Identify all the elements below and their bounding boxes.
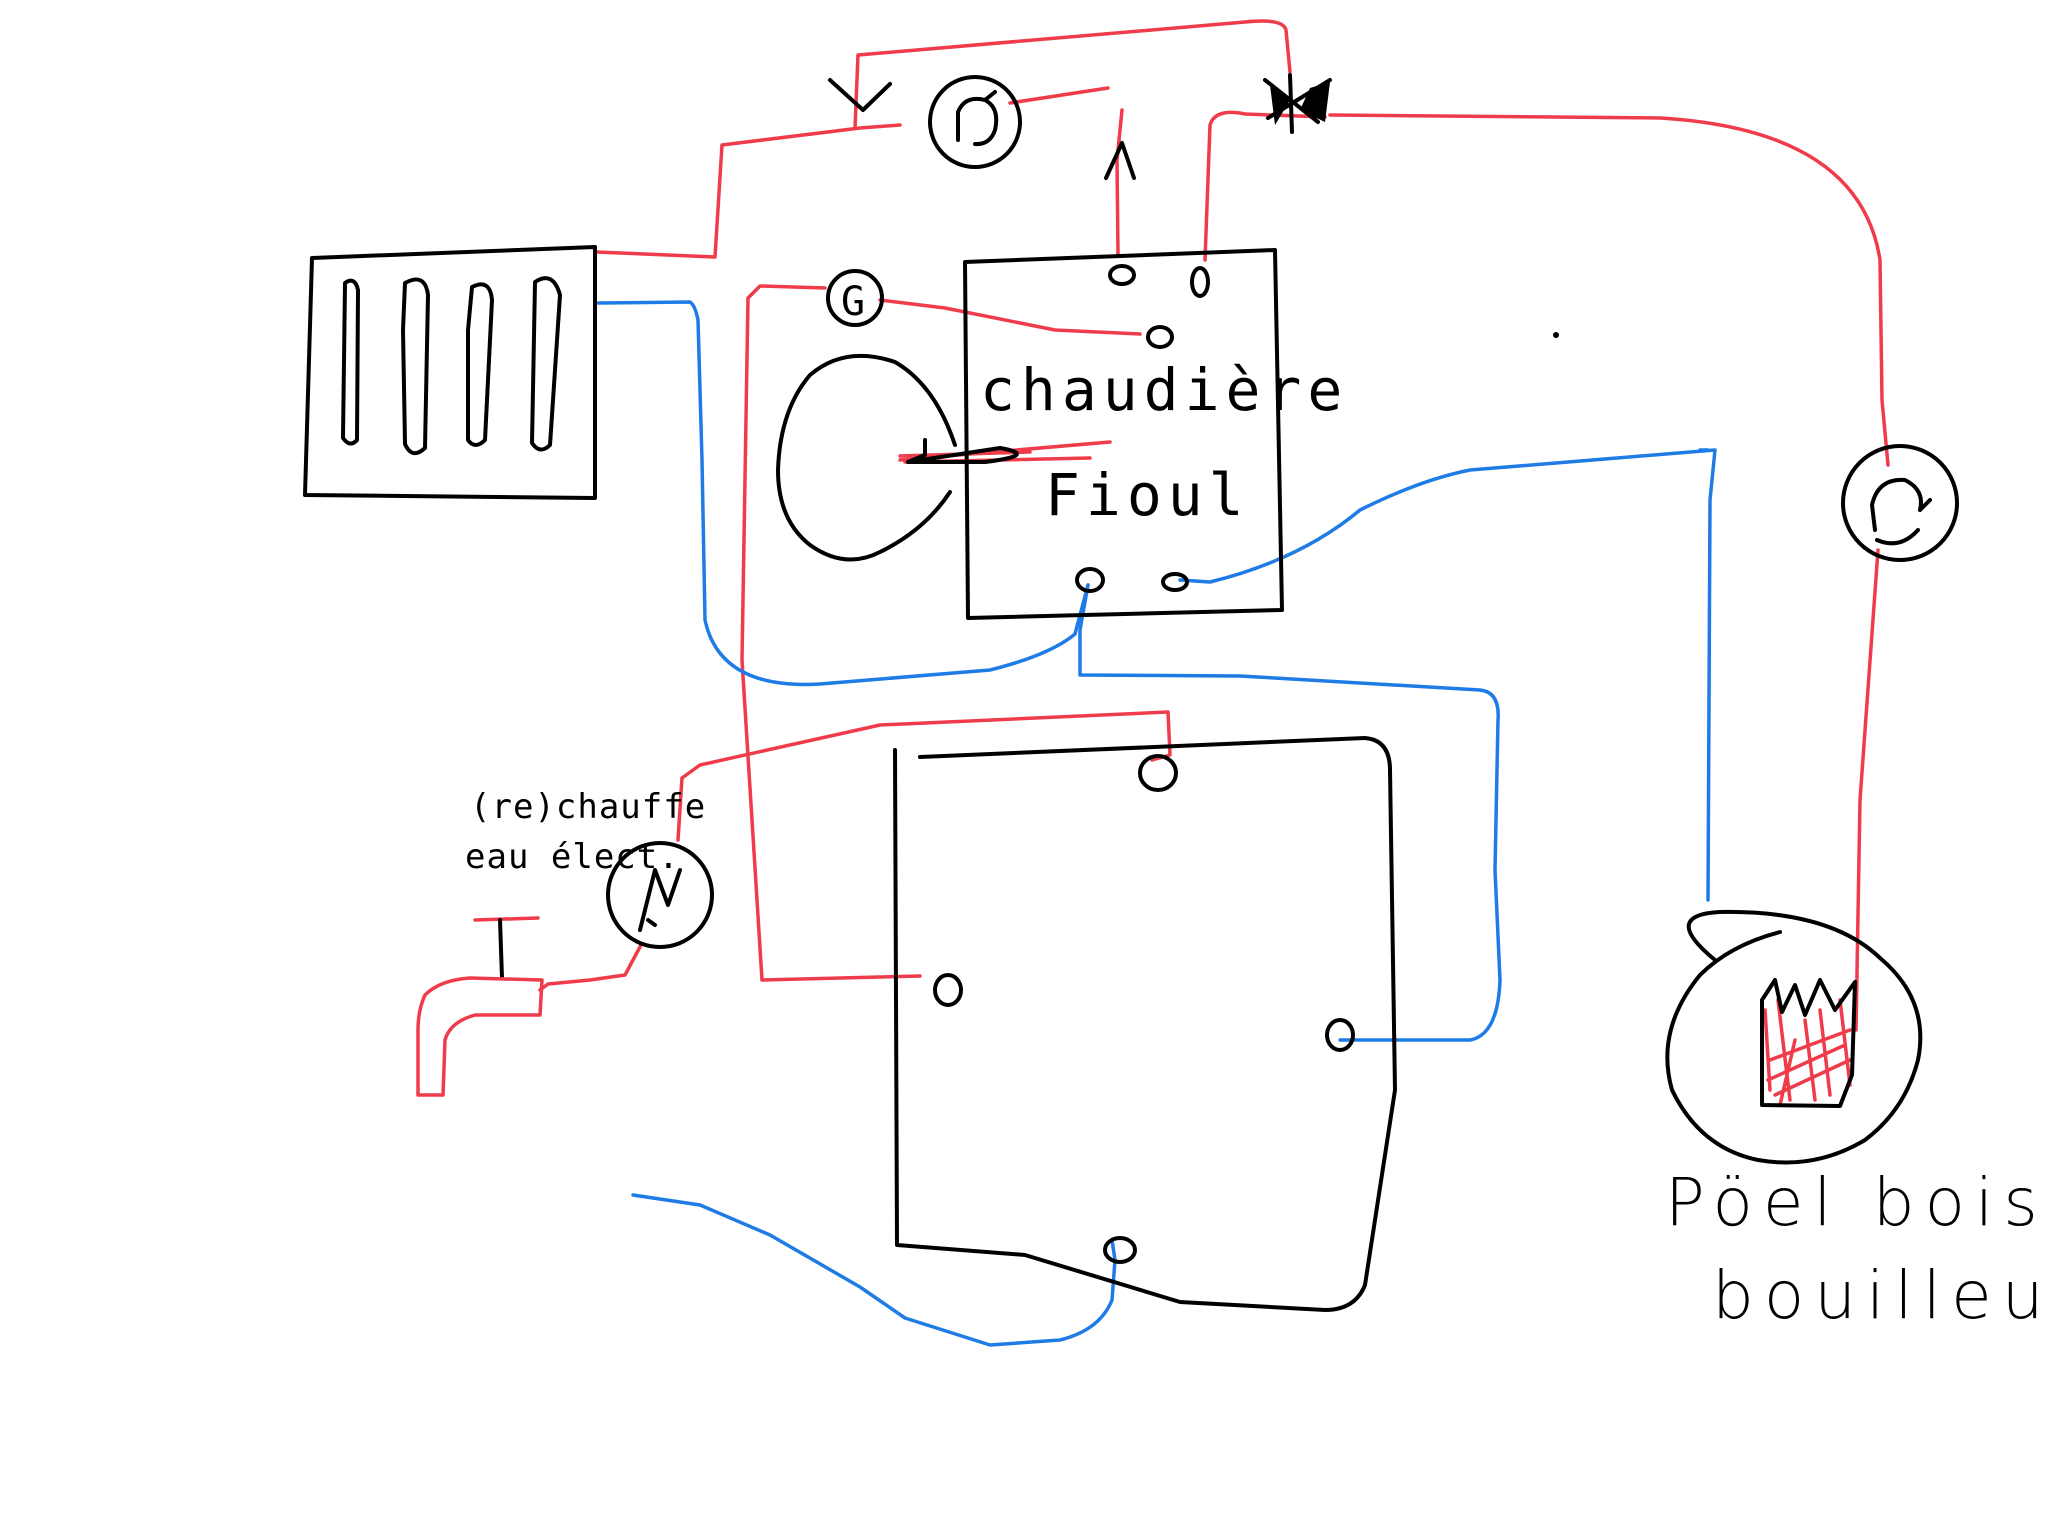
heater-label-line1: (re)chauffe xyxy=(470,787,706,827)
electric-bolt-icon xyxy=(638,868,682,932)
pump-icon xyxy=(1841,444,1959,562)
pipe-valve-to-stove xyxy=(1328,113,1890,1032)
tap-icon xyxy=(416,916,544,1097)
pipe-boiler-to-tank-right xyxy=(1078,583,1502,1042)
radiator-icon xyxy=(303,245,597,500)
pipe-radiator-return xyxy=(596,300,1090,687)
check-valve-icon xyxy=(828,78,1136,180)
pipe-pump2-to-boiler xyxy=(878,298,1142,336)
electric-heater: (re)chauffe eau élect. xyxy=(465,787,714,949)
boiler-fioul: chaudière Fioul xyxy=(963,248,1348,620)
burner xyxy=(776,353,1019,562)
pipe-stove-cold xyxy=(1178,448,1717,902)
stray-dot xyxy=(1553,332,1559,338)
pipe-boiler-outlet xyxy=(1115,108,1124,257)
pipe-heater-to-tap xyxy=(538,943,643,992)
cold-water-pipes xyxy=(596,300,1717,1347)
stove-label-line1: Pöel bois xyxy=(1665,1164,2048,1241)
boiler-label-line1: chaudière xyxy=(980,356,1348,424)
pipe-boiler-return xyxy=(1203,110,1327,262)
pump-g-label: G xyxy=(841,279,865,325)
pump-icon: G xyxy=(826,269,884,327)
wood-stove: Pöel bois bouilleur xyxy=(1665,909,2048,1334)
pipe-left-down xyxy=(740,284,922,982)
pipe-radiator-to-pump xyxy=(594,86,1110,259)
boiler-label-line2: Fioul xyxy=(1045,461,1250,529)
stove-label-line2: bouilleur xyxy=(1712,1257,2048,1334)
heater-label-line2: eau élect. xyxy=(465,837,680,877)
pipe-tank-top xyxy=(676,710,1172,842)
pipe-top-loop xyxy=(853,19,1292,130)
pipe-cold-inlet xyxy=(631,1193,1117,1347)
three-way-valve-icon xyxy=(1263,73,1332,134)
fire-icon xyxy=(1760,978,1857,1108)
pump-icon xyxy=(928,75,1022,169)
storage-tank xyxy=(893,736,1397,1312)
